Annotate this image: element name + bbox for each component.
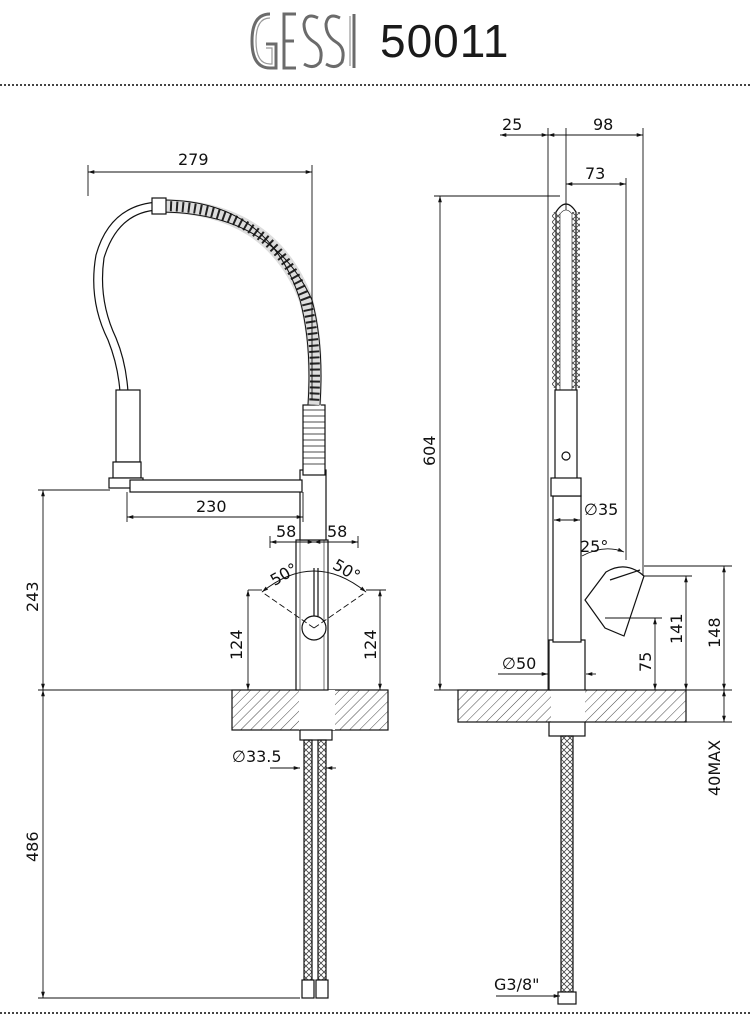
dim-handle-height-left: 124 [227, 629, 246, 660]
dim-deck-thickness: 40MAX [705, 740, 724, 796]
side-body [552, 495, 582, 643]
model-number: 50011 [380, 15, 510, 67]
dim-handle-angle: 25° [580, 537, 608, 556]
side-view [457, 203, 687, 1005]
footer-divider [0, 1012, 750, 1014]
header-divider [0, 84, 750, 86]
dim-total-width: 279 [178, 150, 209, 169]
front-spout-arm [129, 479, 303, 493]
dim-148: 148 [705, 617, 724, 648]
dim-handle-left: 58 [276, 522, 296, 541]
side-view-labels: 25 98 73 604 ∅35 25° ∅50 75 141 148 40MA… [420, 115, 724, 994]
dim-handle-right: 58 [327, 522, 347, 541]
gessi-logo [250, 12, 356, 70]
dim-angle-right: 50° [330, 555, 364, 586]
dim-75: 75 [636, 652, 655, 672]
dim-spout-reach: 230 [196, 497, 227, 516]
side-spray-head [554, 389, 578, 487]
dim-back-offset: 25 [502, 115, 522, 134]
dim-base-diameter: ∅50 [502, 654, 536, 673]
side-handle [584, 566, 645, 637]
dim-141: 141 [667, 613, 686, 644]
dim-connection: G3/8" [494, 975, 540, 994]
dim-body-diameter-top: ∅35 [584, 500, 618, 519]
front-view [93, 197, 389, 999]
dim-hose-length: 486 [23, 831, 42, 862]
dim-handle-height-right: 124 [361, 629, 380, 660]
front-spray-head [115, 389, 141, 463]
header: 50011 [0, 0, 750, 82]
dim-head-reach: 73 [585, 164, 605, 183]
front-body [295, 539, 329, 691]
dim-total-height: 604 [420, 435, 439, 466]
dim-front-reach: 98 [593, 115, 613, 134]
dim-height-above-deck: 243 [23, 581, 42, 612]
dim-shank-diameter: ∅33.5 [232, 747, 282, 766]
